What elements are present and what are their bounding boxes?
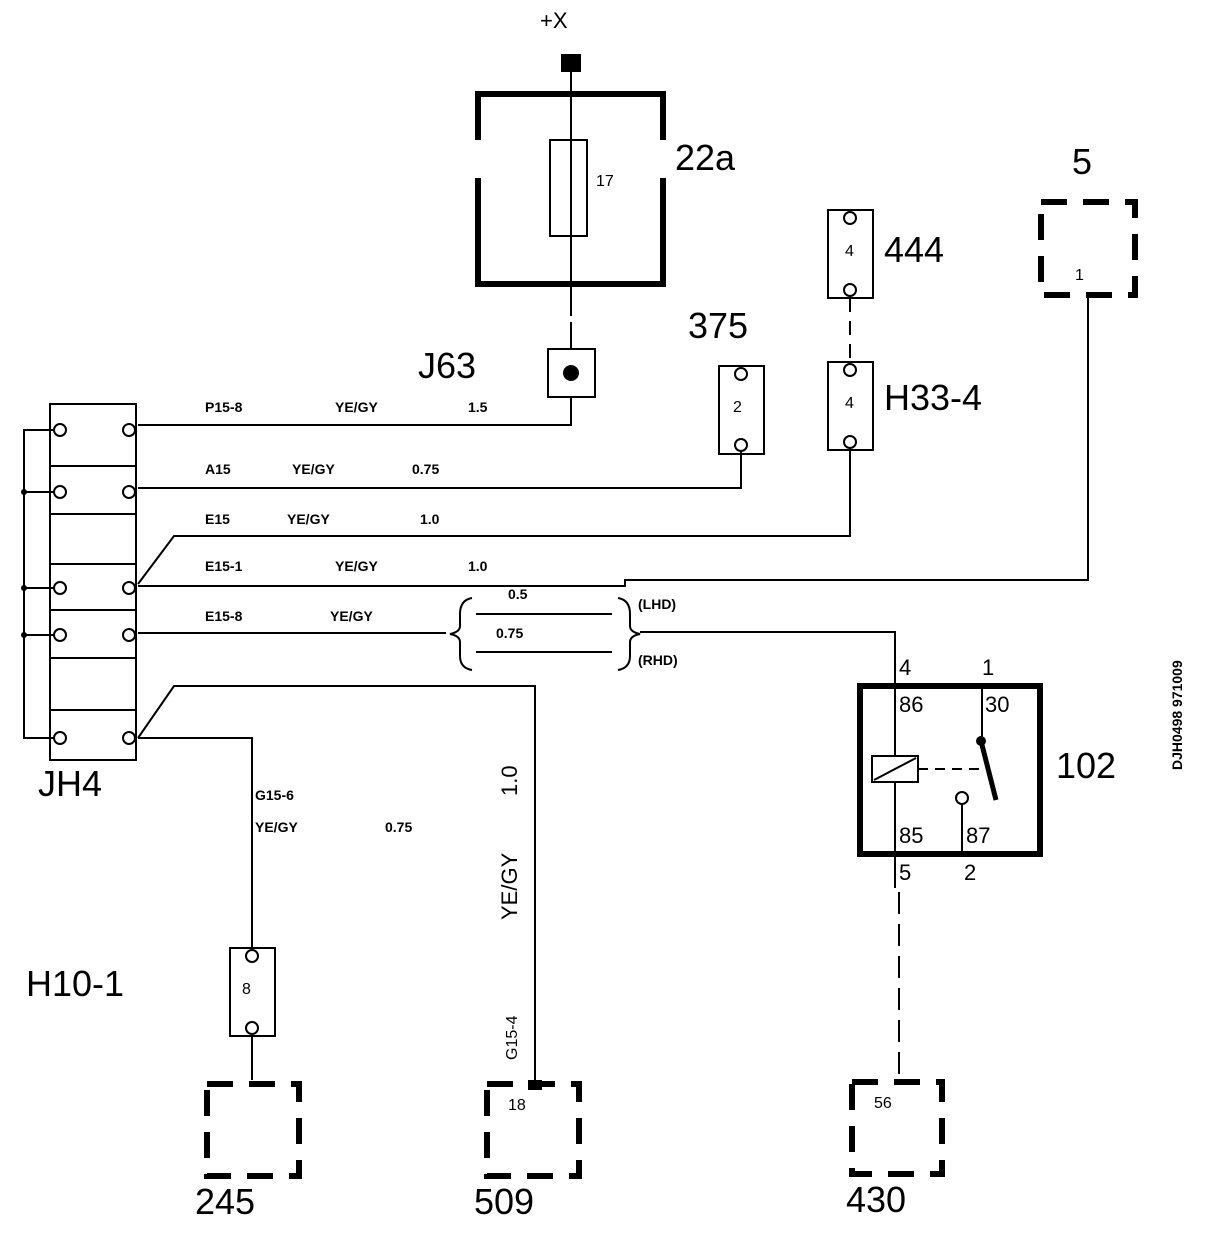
wire-a15-code: A15 [205,461,231,477]
module-245-label: 245 [195,1181,255,1222]
wire-g15-6-size: 0.75 [385,819,412,835]
wire-e15-1-code: E15-1 [205,558,243,574]
splice-dot [563,365,579,381]
relay-ext-2: 2 [964,860,976,885]
wire-e15-size: 1.0 [420,511,440,527]
wire-to-relay-86 [640,631,896,686]
wire-p15-8-size: 1.5 [468,399,488,415]
connector-h10-pin: 8 [242,981,251,998]
relay-pin-30: 30 [985,692,1009,717]
connector-h33-pin: 4 [845,395,854,412]
brace-right [617,597,641,671]
relay-pin-85: 85 [899,823,923,848]
lhd-label: (LHD) [638,596,676,612]
supply-terminal [561,54,581,72]
fuse-17 [549,139,588,237]
wire-e15-8-code: E15-8 [205,608,243,624]
connector-h33-label: H33-4 [884,377,982,418]
relay-ext-5: 5 [899,860,911,885]
wire-g15-4-code: G15-4 [504,1015,521,1060]
junction-jh4 [21,403,137,761]
wire-g15-4 [137,685,536,1080]
wire-g15-6-color: YE/GY [255,819,298,835]
wire-e15-1 [138,298,1089,587]
fuse-box-label: 22a [675,137,736,178]
wire-g15-6-code: G15-6 [255,787,294,803]
connector-444-pin: 4 [845,243,854,260]
module-509 [484,1081,582,1179]
module-430-label: 430 [846,1179,906,1220]
connector-375-label: 375 [688,305,748,346]
brace-left [449,597,473,671]
wire-e15-color: YE/GY [287,511,330,527]
wire-p15-8 [138,397,572,426]
wire-p15-8-code: P15-8 [205,399,243,415]
wire-g15-6 [138,737,253,948]
connector-h10-label: H10-1 [26,963,124,1004]
relay-pin-86: 86 [899,692,923,717]
module-5-pin: 1 [1075,267,1084,284]
module-245 [204,1081,302,1179]
wire-a15-size: 0.75 [412,461,439,477]
module-430 [849,1079,945,1177]
splice-label: J63 [418,345,476,386]
wire-e15-1-color: YE/GY [335,558,378,574]
wire-e15-8-color: YE/GY [330,608,373,624]
relay-pin-87: 87 [966,823,990,848]
wire-a15 [138,451,742,489]
supply-label: +X [540,8,568,33]
module-509-pin: 18 [508,1097,526,1114]
fuse-number: 17 [596,173,614,190]
module-5-label: 5 [1072,141,1092,182]
wire-lhd-size: 0.5 [508,586,528,602]
wire-e15 [137,448,851,585]
junction-label: JH4 [38,763,102,804]
connector-375-pin: 2 [733,399,742,416]
module-5 [1038,199,1138,298]
drawing-reference: DJH0498 971009 [1169,660,1185,770]
fuse-box-22a: 17 [475,91,666,287]
wire-g15-4-size: 1.0 [497,765,522,796]
module-509-label: 509 [474,1181,534,1222]
relay-ext-1: 1 [982,655,994,680]
wire-a15-color: YE/GY [292,461,335,477]
wire-g15-4-color: YE/GY [497,852,522,920]
rhd-label: (RHD) [638,652,678,668]
relay-label: 102 [1056,745,1116,786]
wire-e15-1-size: 1.0 [468,558,488,574]
relay-102 [857,683,1043,857]
wire-p15-8-color: YE/GY [335,399,378,415]
wire-rhd-size: 0.75 [496,625,523,641]
relay-switch [978,740,999,801]
module-430-pin: 56 [874,1095,892,1112]
wire-e15-code: E15 [205,511,230,527]
connector-444-label: 444 [884,229,944,270]
relay-ext-4: 4 [899,655,911,680]
